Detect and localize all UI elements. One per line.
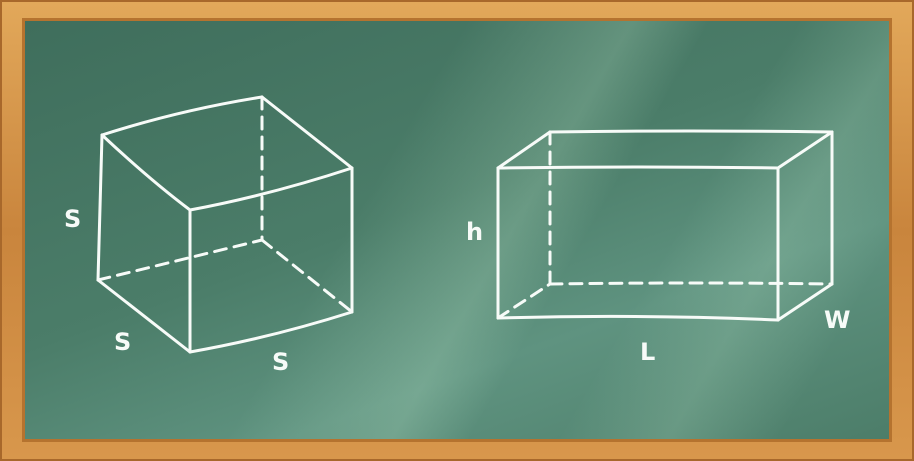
chalkboard bbox=[22, 18, 892, 442]
cube-depth-label: S bbox=[114, 328, 131, 356]
prism-top-right-edge bbox=[776, 130, 834, 170]
cube-hidden-bottom-left-edge bbox=[96, 238, 264, 282]
cube-hidden-bottom-right-edge bbox=[260, 238, 354, 314]
cube-width-label: S bbox=[272, 348, 289, 376]
prism-hidden-bottom-left-edge bbox=[496, 282, 552, 320]
prism-front-top-edge bbox=[496, 165, 780, 170]
prism-hidden-bottom-back-edge bbox=[548, 281, 834, 286]
cube-bottom-front-edge bbox=[188, 310, 354, 354]
cube-top-right-edge bbox=[260, 95, 354, 170]
prism-width-label: W bbox=[824, 306, 850, 334]
prism-front-bottom-edge bbox=[496, 314, 780, 322]
prism-figure: h L W bbox=[466, 129, 850, 366]
prism-length-label: L bbox=[640, 338, 655, 366]
cube-figure: S S S bbox=[64, 95, 354, 376]
prism-back-top-edge bbox=[548, 129, 834, 134]
prism-height-label: h bbox=[466, 218, 483, 246]
cube-height-label: S bbox=[64, 205, 81, 233]
prism-bottom-right-edge bbox=[776, 282, 834, 322]
cube-bottom-left-edge bbox=[96, 278, 192, 354]
cube-top-front-edge bbox=[100, 133, 354, 212]
prism-top-left-edge bbox=[496, 130, 552, 170]
cube-top-back-edge bbox=[100, 95, 264, 137]
cube-left-edge bbox=[96, 133, 104, 282]
